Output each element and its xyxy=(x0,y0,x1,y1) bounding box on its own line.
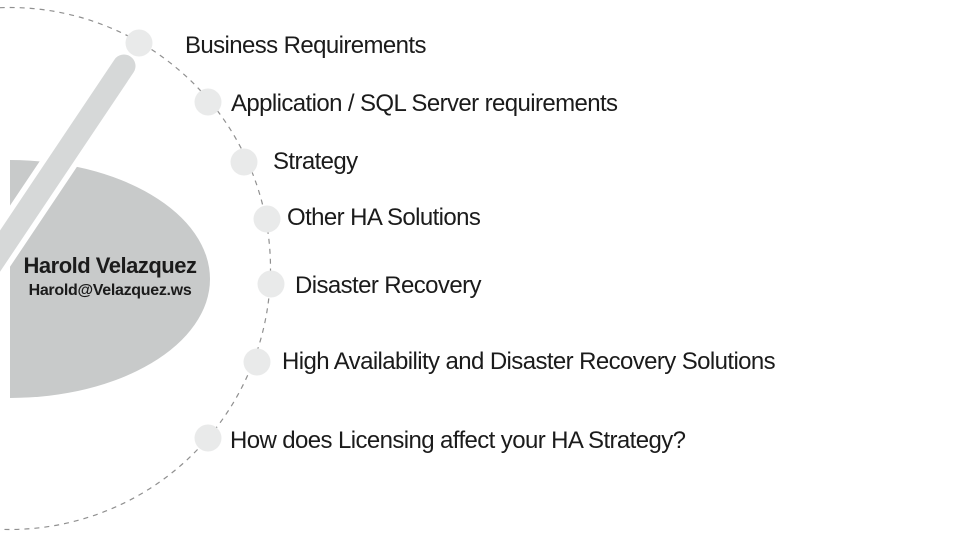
agenda-item-business-requirements: Business Requirements xyxy=(185,32,426,59)
bullet-icon xyxy=(125,29,153,57)
clock-hand-bar xyxy=(0,54,136,272)
presenter-email: Harold@Velazquez.ws xyxy=(28,282,192,299)
bullet-icon xyxy=(194,88,222,116)
agenda-item-strategy: Strategy xyxy=(273,148,358,175)
bullet-icon xyxy=(253,205,281,233)
agenda-item-disaster-recovery: Disaster Recovery xyxy=(295,272,481,299)
bullet-icon xyxy=(243,348,271,376)
bullet-icon xyxy=(230,148,258,176)
agenda-item-ha-dr-solutions: High Availability and Disaster Recovery … xyxy=(282,348,776,375)
agenda-item-other-ha-solutions: Other HA Solutions xyxy=(287,204,481,231)
bullet-icon xyxy=(257,270,285,298)
presenter-block: Harold Velazquez Harold@Velazquez.ws xyxy=(10,253,210,300)
bullet-icon xyxy=(194,424,222,452)
agenda-item-licensing: How does Licensing affect your HA Strate… xyxy=(230,427,686,454)
clock-hand-outline xyxy=(0,49,141,282)
agenda-item-application-sql-server: Application / SQL Server requirements xyxy=(231,90,618,117)
presenter-name: Harold Velazquez xyxy=(23,253,197,278)
